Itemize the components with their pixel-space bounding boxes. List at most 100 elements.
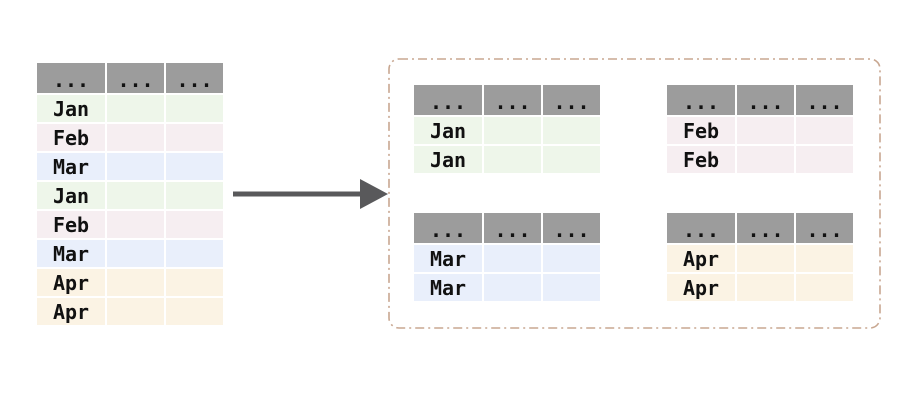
table-cell (737, 245, 794, 272)
table-cell (166, 95, 223, 122)
header-ellipsis: ... (682, 90, 720, 114)
group-table-jan: ... ... ... Jan Jan (414, 85, 600, 173)
group-header-cell: ... (737, 85, 794, 115)
header-ellipsis: ... (682, 218, 720, 242)
header-ellipsis: ... (553, 218, 590, 242)
row-label-cell: Apr (667, 274, 735, 301)
table-cell (484, 245, 541, 272)
group-table-row: Apr (667, 245, 853, 272)
table-cell (166, 182, 223, 209)
row-label-cell: Jan (37, 182, 105, 209)
group-table-header-row: ... ... ... (667, 85, 853, 115)
group-header-cell: ... (737, 213, 794, 243)
source-table-row: Jan (37, 182, 223, 209)
source-table: ... ... ... Jan Feb Mar Jan Feb (37, 63, 223, 325)
table-cell (796, 274, 853, 301)
table-cell (484, 117, 541, 144)
source-table-row: Apr (37, 269, 223, 296)
table-cell (484, 274, 541, 301)
source-header-cell: ... (107, 63, 164, 93)
group-header-cell: ... (484, 213, 541, 243)
table-cell (484, 146, 541, 173)
table-cell (166, 240, 223, 267)
group-table-row: Apr (667, 274, 853, 301)
header-ellipsis: ... (429, 218, 467, 242)
group-table-header-row: ... ... ... (667, 213, 853, 243)
source-table-row: Apr (37, 298, 223, 325)
header-ellipsis: ... (429, 90, 467, 114)
table-cell (796, 245, 853, 272)
table-cell (107, 211, 164, 238)
group-header-cell: ... (484, 85, 541, 115)
header-ellipsis: ... (806, 90, 843, 114)
group-header-cell: ... (543, 85, 600, 115)
header-ellipsis: ... (553, 90, 590, 114)
source-table-row: Jan (37, 95, 223, 122)
row-label-cell: Jan (37, 95, 105, 122)
row-label-cell: Feb (667, 117, 735, 144)
table-cell (737, 117, 794, 144)
row-label-cell: Apr (37, 298, 105, 325)
dashed-rect (388, 58, 881, 329)
table-cell (166, 153, 223, 180)
table-cell (166, 269, 223, 296)
table-cell (107, 182, 164, 209)
group-table-row: Feb (667, 146, 853, 173)
table-cell (737, 274, 794, 301)
header-ellipsis: ... (806, 218, 843, 242)
group-header-cell: ... (667, 213, 735, 243)
group-header-cell: ... (667, 85, 735, 115)
table-cell (166, 211, 223, 238)
source-table-row: Feb (37, 211, 223, 238)
table-cell (107, 124, 164, 151)
row-label-cell: Feb (37, 124, 105, 151)
source-header-cell: ... (37, 63, 105, 93)
group-table-row: Mar (414, 245, 600, 272)
header-ellipsis: ... (747, 218, 784, 242)
group-header-cell: ... (796, 85, 853, 115)
group-table-header-row: ... ... ... (414, 213, 600, 243)
source-header-cell: ... (166, 63, 223, 93)
group-table-row: Mar (414, 274, 600, 301)
table-cell (107, 269, 164, 296)
split-arrow-icon (233, 179, 388, 209)
group-table-header-row: ... ... ... (414, 85, 600, 115)
group-header-cell: ... (543, 213, 600, 243)
table-cell (107, 95, 164, 122)
row-label-cell: Feb (667, 146, 735, 173)
source-table-row: Mar (37, 153, 223, 180)
table-cell (166, 124, 223, 151)
group-table-row: Jan (414, 146, 600, 173)
table-cell (543, 274, 600, 301)
table-cell (166, 298, 223, 325)
row-label-cell: Mar (37, 153, 105, 180)
source-table-header-row: ... ... ... (37, 63, 223, 93)
source-table-row: Mar (37, 240, 223, 267)
row-label-cell: Mar (37, 240, 105, 267)
header-ellipsis: ... (747, 90, 784, 114)
table-cell (737, 146, 794, 173)
group-table-apr: ... ... ... Apr Apr (667, 213, 853, 301)
row-label-cell: Feb (37, 211, 105, 238)
groups-panel-border (388, 58, 881, 329)
row-label-cell: Mar (414, 245, 482, 272)
header-ellipsis: ... (117, 68, 154, 92)
row-label-cell: Mar (414, 274, 482, 301)
row-label-cell: Jan (414, 117, 482, 144)
group-table-mar: ... ... ... Mar Mar (414, 213, 600, 301)
table-cell (107, 298, 164, 325)
header-ellipsis: ... (176, 68, 213, 92)
arrow-head (360, 179, 388, 209)
row-label-cell: Apr (667, 245, 735, 272)
table-cell (796, 146, 853, 173)
table-cell (107, 240, 164, 267)
group-header-cell: ... (414, 85, 482, 115)
group-header-cell: ... (414, 213, 482, 243)
table-cell (543, 146, 600, 173)
group-table-row: Jan (414, 117, 600, 144)
row-label-cell: Jan (414, 146, 482, 173)
header-ellipsis: ... (52, 68, 90, 92)
table-cell (796, 117, 853, 144)
table-cell (107, 153, 164, 180)
